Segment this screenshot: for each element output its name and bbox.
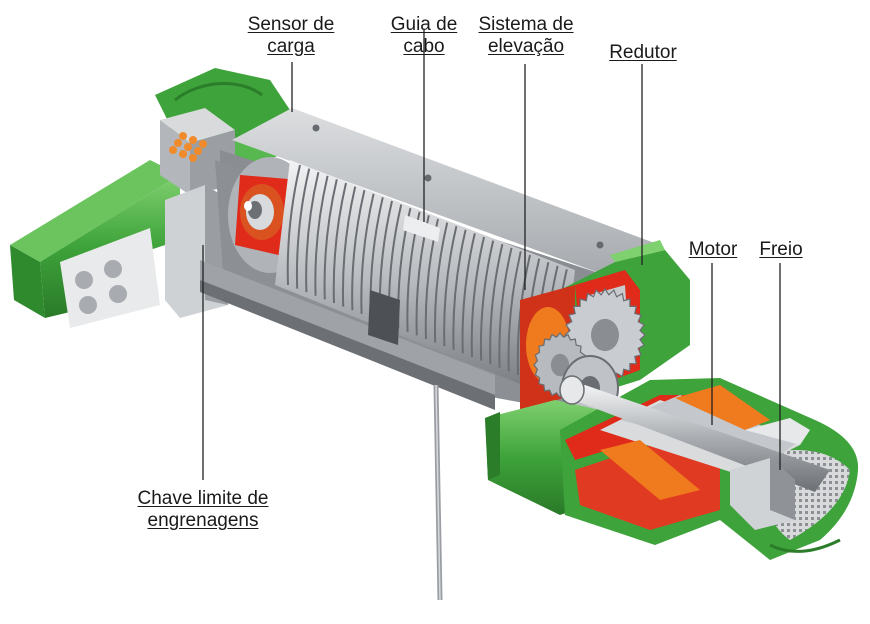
drum-groove [332, 182, 347, 304]
label-line: Sensor de [247, 14, 335, 35]
hoist-drum [275, 160, 575, 400]
label-line: Chave limite de [137, 488, 269, 509]
label-line: elevação [487, 36, 565, 57]
drum-groove [286, 164, 301, 286]
label-chave-limite: Chave limite de engrenagens [122, 488, 284, 532]
wire-rope [433, 384, 443, 601]
label-line: Redutor [609, 42, 677, 63]
drum-groove [489, 243, 504, 365]
label-sensor-de-carga: Sensor de carga [233, 14, 349, 58]
label-line: engrenagens [147, 510, 259, 531]
drum-groove [314, 175, 329, 296]
label-line: Freio [759, 239, 803, 260]
leader-lines [202, 62, 781, 480]
label-freio: Freio [751, 239, 811, 261]
label-line: Sistema de [478, 14, 574, 35]
drum-groove [295, 168, 311, 289]
drum-groove [443, 225, 458, 347]
drum-groove [507, 251, 522, 372]
drum-groove [470, 236, 485, 358]
drum-groove [479, 240, 495, 361]
cable-guide [403, 30, 440, 242]
drum-groove [498, 247, 513, 368]
drum-groove [452, 229, 467, 350]
label-sistema-de-elevacao: Sistema de elevação [468, 14, 584, 58]
motor-rotor [559, 375, 830, 530]
label-line: carga [267, 36, 315, 57]
label-motor: Motor [680, 239, 746, 261]
gear-hub [550, 353, 570, 377]
drum-groove [341, 186, 357, 307]
label-line: cabo [403, 36, 445, 57]
drum-groove [351, 189, 366, 311]
drum-groove [461, 233, 476, 354]
drum-groove [323, 179, 338, 300]
drum-groove [305, 171, 320, 293]
gear-hub [591, 318, 619, 352]
label-redutor: Redutor [600, 42, 686, 64]
label-line: Motor [688, 239, 738, 260]
label-line: Guia de [390, 14, 458, 35]
label-guia-de-cabo: Guia de cabo [378, 14, 470, 58]
drum-groove [433, 222, 449, 343]
drum-groove [360, 193, 375, 314]
